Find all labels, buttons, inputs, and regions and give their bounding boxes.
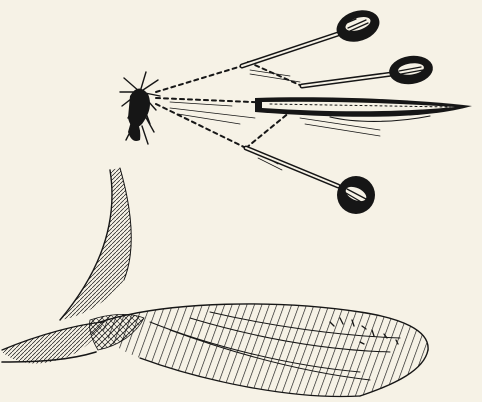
- engraving-illustration: [0, 0, 482, 402]
- engraving-canvas: [0, 0, 482, 402]
